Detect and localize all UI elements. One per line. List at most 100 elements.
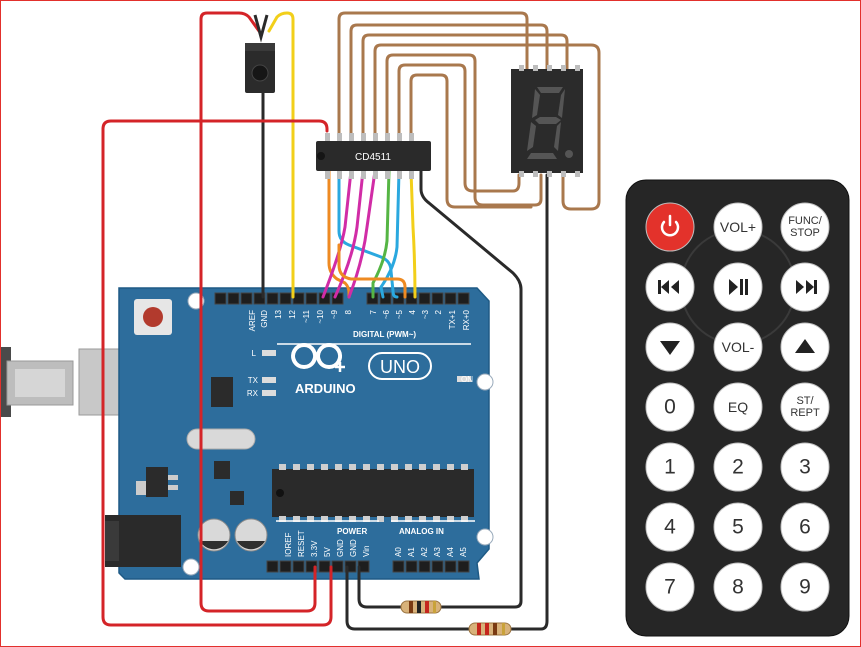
remote-button-vol-down[interactable]: VOL-	[713, 322, 763, 372]
remote-button-8[interactable]: 8	[713, 562, 763, 612]
ic-label: CD4511	[355, 152, 391, 163]
power-analog-header	[266, 560, 470, 573]
remote-button-label: EQ	[728, 399, 748, 415]
digital-pin-label: ~5	[395, 309, 404, 319]
digital-pin-label: ~3	[421, 309, 430, 319]
digital-pin-label: GND	[260, 310, 269, 328]
next-track-icon	[796, 280, 817, 294]
remote-button-next[interactable]	[780, 262, 830, 312]
resistor-2[interactable]	[468, 622, 512, 636]
power-pin-label: RESET	[297, 530, 306, 557]
power-pin-label: Vin	[362, 546, 371, 557]
remote-button-label: VOL-	[722, 339, 755, 355]
digital-pin-label: RX+0	[462, 309, 471, 330]
remote-button-power[interactable]	[645, 202, 695, 252]
analog-pin-label: A3	[433, 547, 442, 557]
resistor-1[interactable]	[400, 600, 442, 614]
remote-button-st-rept[interactable]: ST/REPT	[780, 382, 830, 432]
remote-button-vol-up[interactable]: VOL+	[713, 202, 763, 252]
remote-button-label: 5	[732, 516, 744, 539]
play-pause-icon	[729, 279, 748, 295]
power-pin-label: IOREF	[284, 532, 293, 557]
power-pin-labels: IOREF RESET 3.3V 5V GND GND Vin	[284, 530, 371, 557]
power-header-label: POWER	[337, 527, 367, 536]
digital-pin-label: ~6	[382, 309, 391, 319]
arduino-uno-board[interactable]: L TX RX ON ARDUINO UNO DIGITAL (PWM~) PO…	[105, 287, 494, 580]
remote-button-5[interactable]: 5	[713, 502, 763, 552]
analog-pin-label: A1	[407, 547, 416, 557]
wires	[101, 11, 601, 631]
remote-button-label: VOL+	[720, 219, 756, 235]
atmega-chip	[272, 469, 474, 517]
remote-button-0[interactable]: 0	[645, 382, 695, 432]
remote-button-label: 1	[664, 456, 676, 479]
arduino-logo	[291, 343, 345, 372]
power-pin-label: 3.3V	[310, 540, 319, 557]
power-pin-label: GND	[349, 539, 358, 557]
remote-button-label: 7	[664, 576, 676, 599]
remote-button-func-stop[interactable]: FUNC/STOP	[780, 202, 830, 252]
on-led-label: ON	[461, 375, 473, 384]
digital-pin-label: 8	[344, 309, 353, 314]
remote-button-down[interactable]	[645, 322, 695, 372]
cd4511-ic[interactable]: CD4511	[316, 133, 431, 179]
digital-pin-label: 13	[274, 309, 283, 318]
remote-button-3[interactable]: 3	[780, 442, 830, 492]
analog-pin-label: A4	[446, 547, 455, 557]
digital-pin-label: ~9	[330, 309, 339, 319]
arrow-up-icon	[795, 339, 815, 353]
remote-button-label: 0	[664, 396, 676, 419]
led-tx-label: TX	[248, 376, 259, 385]
remote-button-label: 6	[799, 516, 811, 539]
remote-button-label: STOP	[790, 227, 820, 239]
remote-button-up[interactable]	[780, 322, 830, 372]
remote-button-1[interactable]: 1	[645, 442, 695, 492]
power-pin-label: 5V	[323, 547, 332, 557]
led-l-label: L	[252, 349, 257, 358]
seven-segment-display[interactable]	[511, 65, 583, 177]
remote-button-prev[interactable]	[645, 262, 695, 312]
digital-pin-label: 2	[434, 309, 443, 314]
digital-pin-label: ~11	[302, 309, 311, 323]
remote-button-label: ST/	[796, 395, 814, 407]
remote-button-label: 8	[732, 576, 744, 599]
remote-button-eq[interactable]: EQ	[713, 382, 763, 432]
arrow-down-icon	[660, 341, 680, 355]
remote-button-label: 2	[732, 456, 744, 479]
digital-pin-label: 4	[408, 309, 417, 314]
model-label: UNO	[380, 357, 420, 377]
remote-button-label: 3	[799, 456, 811, 479]
digital-header-label: DIGITAL (PWM~)	[353, 330, 416, 339]
power-pin-label: GND	[336, 539, 345, 557]
remote-button-2[interactable]: 2	[713, 442, 763, 492]
remote-button-6[interactable]: 6	[780, 502, 830, 552]
digital-pin-label: 12	[288, 309, 297, 318]
remote-button-9[interactable]: 9	[780, 562, 830, 612]
remote-button-label: REPT	[790, 407, 820, 419]
analog-pin-label: A2	[420, 547, 429, 557]
previous-track-icon	[658, 280, 679, 294]
remote-button-7[interactable]: 7	[645, 562, 695, 612]
analog-pin-labels: A0 A1 A2 A3 A4 A5	[394, 547, 468, 557]
remote-button-label: FUNC/	[788, 215, 823, 227]
power-icon	[660, 214, 680, 237]
remote-button-label: 9	[799, 576, 811, 599]
ir-receiver[interactable]	[245, 14, 275, 93]
remote-button-play-pause[interactable]	[713, 262, 763, 312]
analog-pin-label: A0	[394, 547, 403, 557]
remote-button-label: 4	[664, 516, 676, 539]
digital-pin-label: ~10	[316, 309, 325, 323]
digital-pin-label: TX+1	[448, 309, 457, 329]
uno-badge	[368, 352, 432, 380]
led-rx-label: RX	[247, 389, 259, 398]
digital-pin-header	[214, 292, 470, 305]
arduino-brand: ARDUINO	[295, 381, 356, 396]
analog-pin-label: A5	[459, 547, 468, 557]
remote-button-4[interactable]: 4	[645, 502, 695, 552]
digital-pin-label: 7	[369, 309, 378, 314]
analog-header-label: ANALOG IN	[399, 527, 444, 536]
ir-remote[interactable]: VOL+ FUNC/STOP VOL- 0 EQ ST/REPT 1 2 3 4 5 6 7 8 9	[625, 179, 850, 637]
